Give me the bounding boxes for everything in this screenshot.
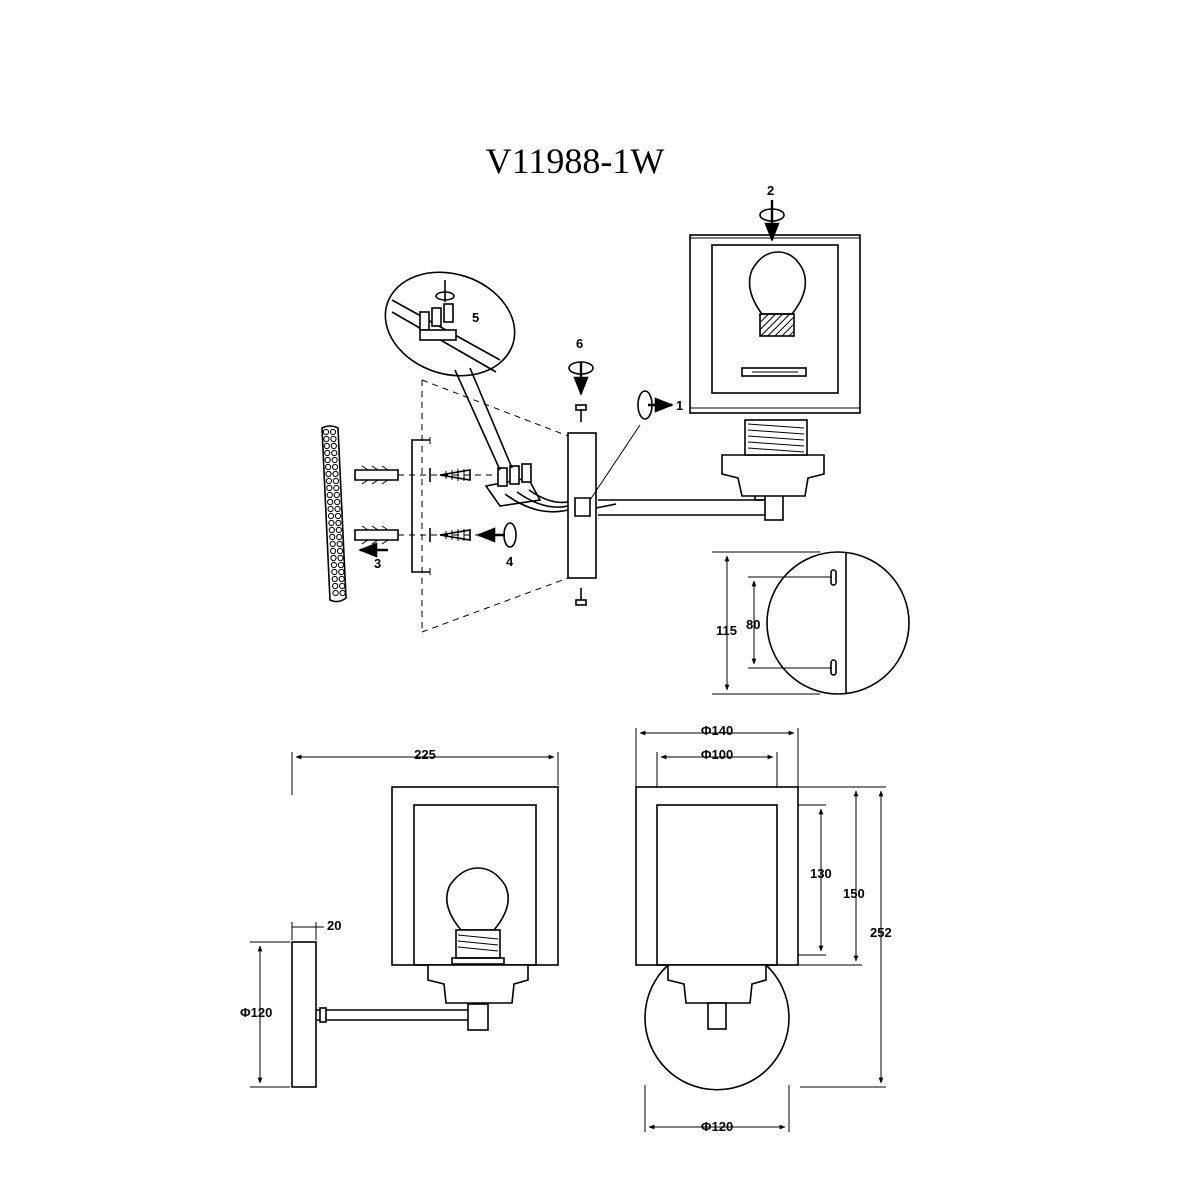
strip-bead (336, 533, 343, 541)
plate-screw-top (575, 404, 587, 422)
strip-bead (329, 547, 337, 555)
step-6-label: 6 (576, 336, 583, 351)
strip-bead (323, 435, 330, 443)
strip-bead (338, 568, 345, 576)
dim-hole-spacing: 80 (746, 617, 760, 632)
front-base (644, 964, 790, 1091)
mounting-plate-detail: 115 80 (712, 551, 910, 695)
dim-inner-height: 130 (810, 866, 832, 881)
strip-bead (328, 526, 335, 534)
dim-total-depth: 225 (414, 747, 436, 762)
wall-anchor-bottom (354, 525, 399, 545)
strip-bead (335, 519, 342, 527)
strip-bead (331, 449, 338, 457)
dim-shade-height: 150 (843, 886, 865, 901)
strip-bead (333, 491, 340, 499)
step-3-label: 3 (374, 556, 381, 571)
dim-shade-inner: Φ100 (701, 747, 733, 762)
front-shade (635, 786, 799, 966)
strip-bead (332, 589, 339, 597)
wall-anchor-top (354, 465, 399, 485)
dim-base-diameter: Φ120 (701, 1119, 733, 1134)
strip-bead (337, 561, 345, 569)
step-1-label: 1 (676, 398, 683, 413)
mounting-bracket (411, 439, 430, 573)
strip-bead (322, 428, 330, 436)
strip-bead (334, 498, 341, 506)
dim-plate-diameter: Φ120 (240, 1005, 272, 1020)
strip-bead (323, 442, 330, 450)
front-view: Φ140 Φ100 130 150 252 Φ120 (635, 723, 892, 1134)
strip-bead (325, 477, 333, 485)
strip-bead (330, 442, 337, 450)
strip-bead (329, 533, 336, 541)
strip-bead (324, 463, 332, 471)
terminal-block (484, 463, 576, 513)
strip-bead (326, 484, 333, 492)
strip-bead (338, 575, 345, 583)
strip-bead (333, 484, 340, 492)
dim-plate-thickness: 20 (327, 918, 341, 933)
dim-mount-height: 115 (716, 623, 737, 638)
strip-bead (330, 554, 337, 562)
step-2-label: 2 (767, 183, 774, 198)
step-5-label: 5 (472, 310, 479, 325)
strip-bead (331, 463, 339, 471)
exploded-view: 3 4 (321, 183, 861, 633)
strip-bead (334, 512, 342, 520)
strip-bead (332, 477, 340, 485)
strip-bead (335, 526, 342, 534)
dim-shade-outer: Φ140 (701, 723, 733, 738)
strip-bead (331, 568, 338, 576)
strip-bead (329, 428, 337, 436)
lamp-holder-cup (721, 419, 825, 497)
strip-bead (327, 498, 334, 506)
strip-bead (327, 505, 334, 513)
side-arm (316, 1009, 468, 1021)
strip-bead (339, 589, 346, 597)
dim-total-height: 252 (870, 925, 892, 940)
wall-plate (567, 432, 617, 579)
strip-bead (325, 470, 332, 478)
strip-bead (330, 561, 338, 569)
strip-bead (332, 470, 339, 478)
product-title: V11988-1W (486, 141, 665, 181)
strip-bead (329, 540, 336, 548)
side-view: 225 20 Φ120 (240, 747, 559, 1088)
strip-bead (336, 547, 344, 555)
wiring-detail-callout: 5 (384, 271, 516, 471)
strip-bead (324, 449, 331, 457)
bulb-exploded (748, 251, 807, 337)
strip-bead (326, 491, 333, 499)
strip-bead (337, 554, 344, 562)
strip-bead (336, 540, 343, 548)
strip-bead (324, 456, 331, 464)
strip-bead (331, 575, 338, 583)
side-wall-plate (291, 941, 317, 1088)
side-bulb (446, 867, 509, 931)
step-4-label: 4 (506, 554, 514, 569)
strip-bead (331, 456, 338, 464)
decorative-strip (321, 425, 347, 603)
screw-bottom (429, 528, 471, 542)
strip-bead (327, 512, 335, 520)
strip-bead (339, 582, 346, 590)
strip-bead (334, 505, 341, 513)
screw-top (429, 468, 471, 482)
strip-bead (330, 435, 337, 443)
plate-screw-bottom (575, 588, 587, 606)
strip-bead (332, 582, 339, 590)
strip-bead (328, 519, 335, 527)
